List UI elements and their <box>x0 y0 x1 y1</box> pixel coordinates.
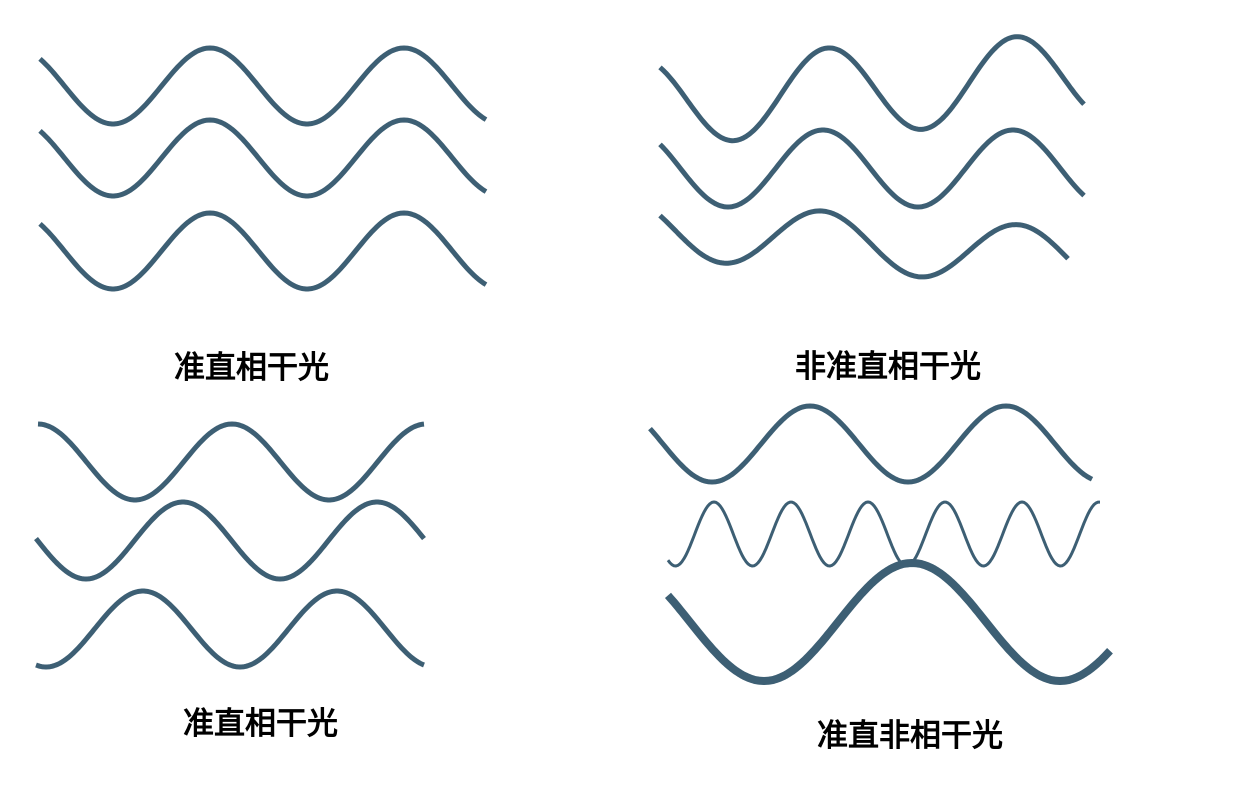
panel-bottom-left-waves <box>34 421 426 670</box>
wave-3 <box>664 559 1113 685</box>
wave-2 <box>666 500 1100 568</box>
wave-2 <box>38 117 488 199</box>
wave-3 <box>38 210 488 292</box>
wave-2 <box>34 499 426 582</box>
caption-top-right: 非准直相干光 <box>795 349 981 385</box>
wave-3 <box>35 588 425 670</box>
wave-1 <box>38 45 488 127</box>
panel-top-right-waves <box>658 34 1086 280</box>
panel-top-left-waves <box>38 45 488 292</box>
wave-1 <box>37 421 425 503</box>
wave-3 <box>658 208 1070 280</box>
caption-top-left: 准直相干光 <box>174 350 329 386</box>
caption-bottom-left: 准直相干光 <box>183 706 338 742</box>
panel-bottom-right-waves <box>648 403 1113 685</box>
wave-2 <box>658 127 1086 210</box>
caption-bottom-right: 准直非相干光 <box>817 718 1003 754</box>
wave-1 <box>648 403 1094 485</box>
wave-1 <box>658 34 1086 144</box>
